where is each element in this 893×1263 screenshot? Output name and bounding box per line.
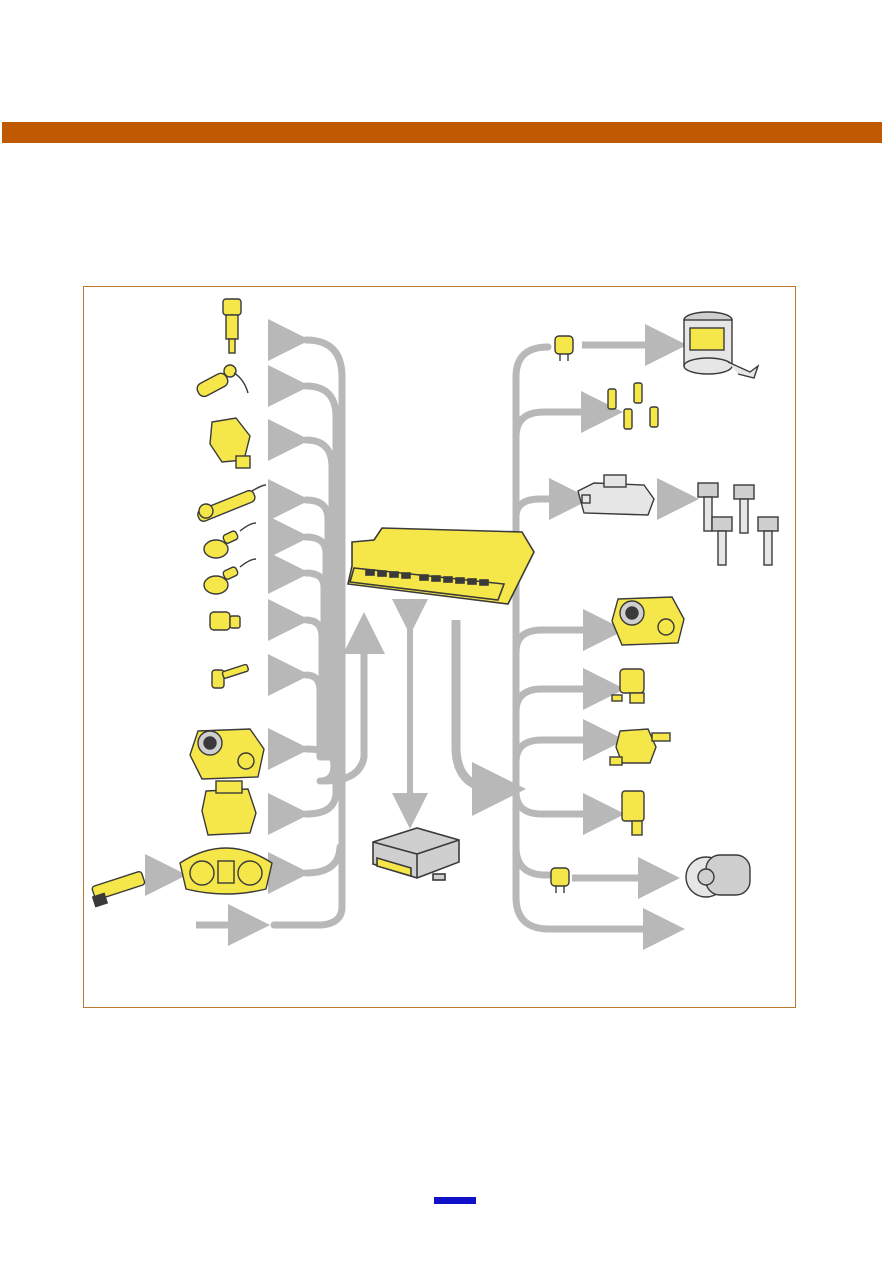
fuel-injectors-icon (607, 382, 659, 430)
output-arrows (572, 324, 699, 899)
nav-link[interactable] (434, 1197, 476, 1204)
engine-management-diagram (91, 298, 779, 950)
purge-valve-icon (611, 668, 645, 704)
throttle-body-icon (189, 728, 265, 780)
ignition-coils-icon (697, 482, 779, 566)
output-bus (512, 343, 685, 950)
ecu-output-arrow (451, 620, 526, 816)
ecu-icon (347, 527, 535, 605)
map-sensor-icon (209, 417, 251, 469)
fuel-pump-icon (683, 311, 760, 379)
knock-sensor-icon (203, 522, 257, 559)
coolant-temp-sensor-icon (209, 611, 241, 631)
relay-icon (550, 867, 570, 893)
ignition-module-icon (577, 474, 655, 516)
relay-icon (554, 335, 574, 361)
air-temp-sensor-icon (211, 663, 250, 689)
immobilizer-unit-icon (372, 827, 460, 881)
solenoid-valve-icon (621, 790, 645, 836)
throttle-body-icon (611, 596, 685, 646)
egr-valve-icon (609, 728, 671, 766)
air-pump-icon (685, 854, 751, 898)
input-bus (270, 336, 385, 929)
oxygen-sensor-icon (197, 484, 267, 522)
input-arrows (145, 319, 310, 946)
knock-sensor-icon (203, 558, 257, 595)
camshaft-sensor-icon (222, 298, 242, 354)
pedal-sensor-icon (201, 780, 257, 836)
crankshaft-sensor-icon (196, 364, 249, 398)
instrument-cluster-icon (179, 847, 273, 895)
diagram-frame (83, 286, 796, 1008)
speed-sensor-icon (91, 870, 146, 908)
header-bar (2, 122, 882, 143)
